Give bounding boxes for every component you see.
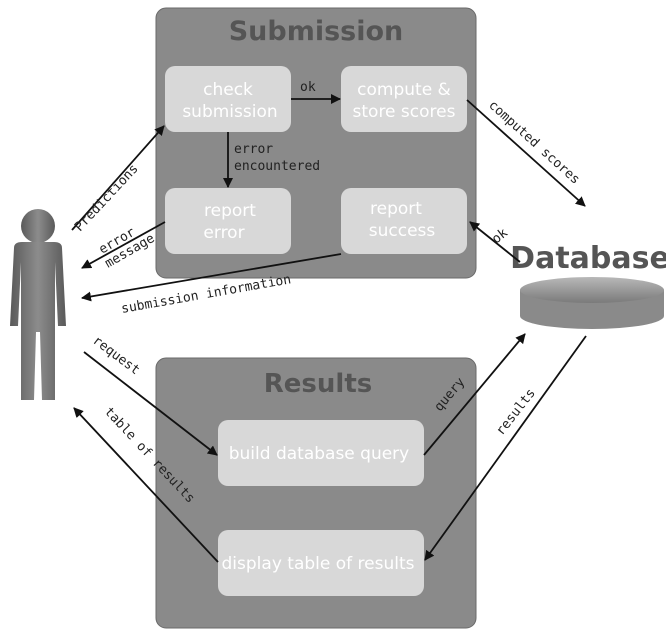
label-submission-information: submission information [120,272,292,317]
arrow-request [83,351,218,456]
arrow-table-of-results [73,407,219,563]
box-build-query: build database query [218,420,424,486]
arrow-submission-information [81,253,342,302]
label-error-encountered-line1: error [234,142,273,157]
arrow-computed-scores [466,99,586,207]
label-ok-compute: ok [300,80,316,95]
label-error-encountered-line2: encountered [234,159,320,174]
database-icon: Database [510,241,666,329]
box-report-success-line2: success [369,221,436,241]
box-check-submission-line1: check [203,80,253,100]
box-build-query-label: build database query [229,444,410,464]
box-display-table-label: display table of results [222,554,415,574]
box-display-table: display table of results [218,530,424,596]
box-compute-scores: compute & store scores [341,66,467,132]
arrow-ok-success [469,221,521,263]
arrow-error-message [81,221,166,269]
box-report-success: report success [341,188,467,254]
box-report-error: report error [165,188,291,254]
box-check-submission-line2: submission [182,102,277,122]
box-report-error-line2: error [203,223,244,243]
box-report-success-line1: report [370,199,422,219]
label-request: request [90,333,143,378]
submission-title: Submission [229,16,404,47]
label-predictions: Predictions [72,162,142,235]
box-compute-scores-line1: compute & [357,80,451,100]
database-label: Database [510,241,666,276]
user-icon [10,209,66,400]
arrow-results [424,335,587,561]
arrows [71,94,587,563]
box-report-error-line1: report [204,201,256,221]
box-compute-scores-line2: store scores [353,102,456,122]
box-check-submission: check submission [165,66,291,132]
label-computed-scores: computed scores [485,98,582,188]
label-ok-success: ok [489,226,511,248]
arrow-predictions [71,125,165,231]
arrow-query [423,333,526,456]
results-title: Results [264,369,372,399]
